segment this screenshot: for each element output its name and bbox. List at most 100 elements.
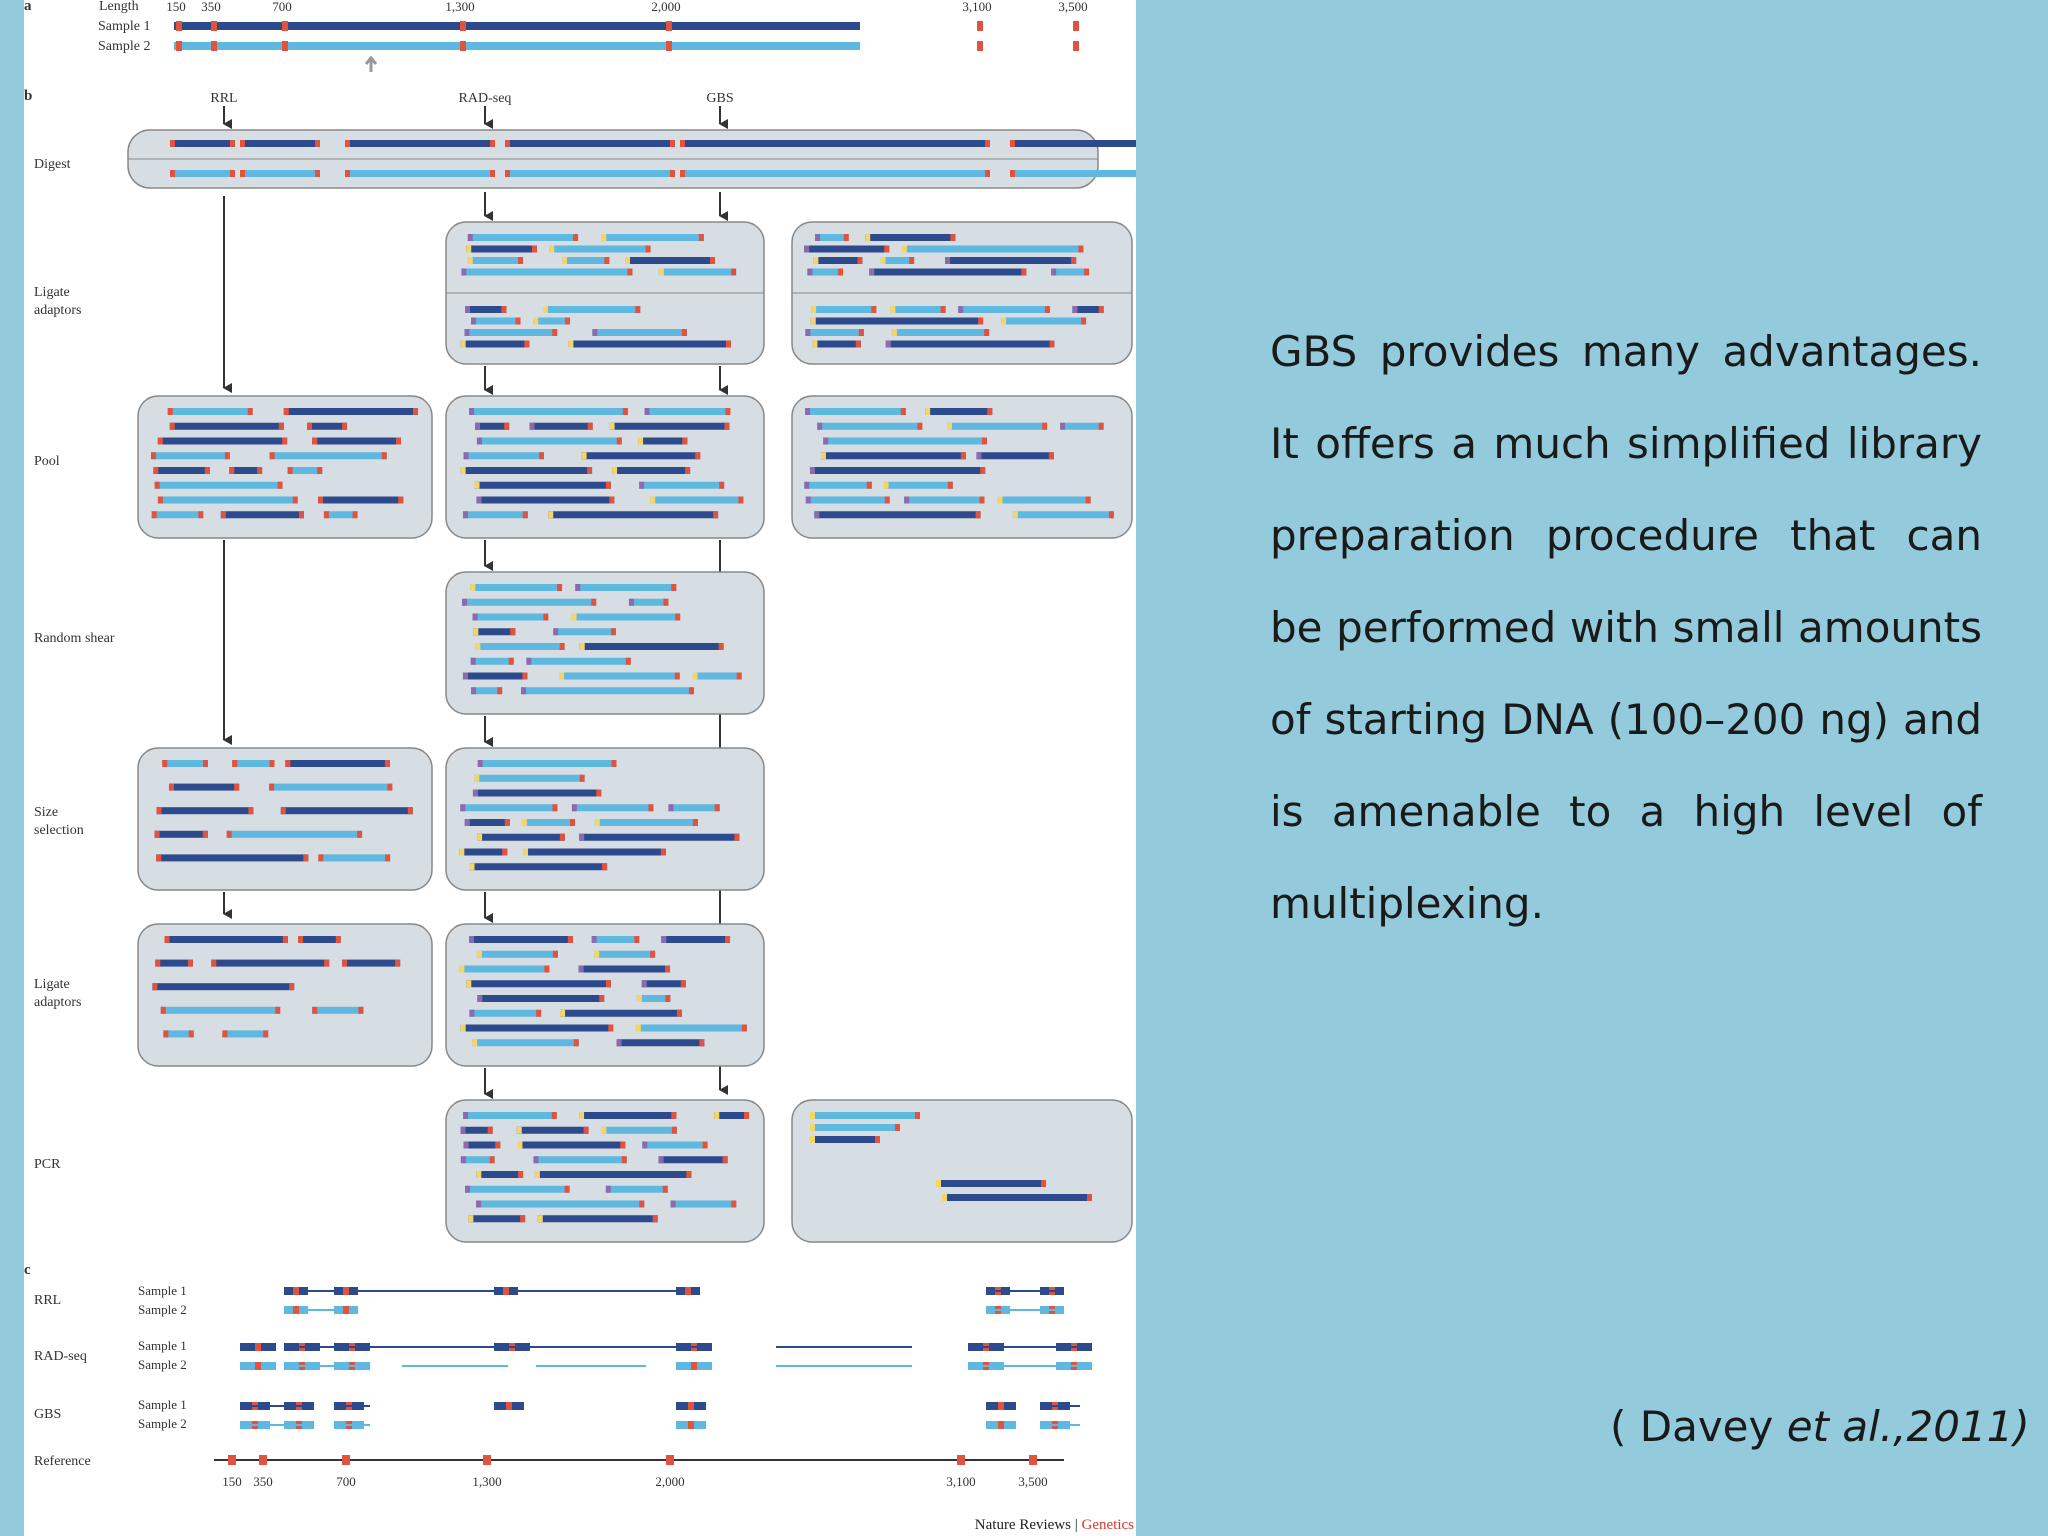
fragment-end xyxy=(807,268,813,276)
fragment-end xyxy=(222,1030,228,1038)
fragment-end xyxy=(682,437,688,445)
c-rrl-sample1: Sample 1 xyxy=(138,1283,187,1298)
fragment-end xyxy=(609,422,615,430)
dna-fragment xyxy=(269,452,387,460)
fragment-end xyxy=(979,496,985,504)
fragment-end xyxy=(232,760,238,767)
dna-fragment xyxy=(644,408,731,415)
dna-fragment xyxy=(612,467,691,474)
fragment-end xyxy=(542,306,548,313)
dna-fragment xyxy=(591,936,640,943)
fragment-body xyxy=(463,1141,501,1149)
fragment-body xyxy=(459,848,508,856)
column-radseq: RAD-seq xyxy=(459,91,512,106)
fragment-body xyxy=(459,965,550,973)
fragment-body xyxy=(472,789,602,797)
fragment-end xyxy=(579,774,585,782)
fragment-end xyxy=(947,422,953,430)
fragment-end xyxy=(950,234,956,241)
fragment-end xyxy=(476,496,482,504)
dna-fragment xyxy=(594,819,698,826)
fragment-body xyxy=(925,408,993,415)
row-rrl: RRL xyxy=(34,1293,61,1308)
dna-fragment xyxy=(805,329,864,336)
fragment-end xyxy=(567,936,573,943)
fragment-body xyxy=(474,774,585,782)
fragment-end xyxy=(820,452,826,460)
fragment-body xyxy=(211,959,330,967)
dna-fragment xyxy=(464,819,510,826)
fragment-body xyxy=(283,408,418,415)
read-cut xyxy=(255,1362,261,1370)
dna-fragment xyxy=(465,306,507,313)
fragment-body xyxy=(521,687,694,695)
fragment-end xyxy=(170,170,175,177)
fragment-end xyxy=(521,819,527,826)
cut-site xyxy=(666,41,672,51)
read-cut xyxy=(998,1402,1004,1410)
fragment-body xyxy=(318,496,404,504)
dna-fragment xyxy=(885,340,1055,348)
length-tick-label: 1,300 xyxy=(445,0,474,14)
fragment-end xyxy=(470,584,476,591)
fragment-body xyxy=(155,959,193,967)
fragment-end xyxy=(229,467,235,474)
fragment-body xyxy=(470,584,563,591)
c-rrl-sample2: Sample 2 xyxy=(138,1302,187,1317)
fragment-body xyxy=(947,422,1048,430)
dna-fragment xyxy=(151,511,204,519)
fragment-end xyxy=(384,760,390,767)
fragment-end xyxy=(463,1112,469,1119)
fragment-end xyxy=(625,257,631,264)
reference-cut-site xyxy=(228,1455,236,1465)
fragment-body xyxy=(815,234,849,241)
fragment-end xyxy=(357,830,363,838)
dna-fragment xyxy=(476,1200,645,1208)
dna-fragment xyxy=(460,1024,614,1032)
fragment-body xyxy=(460,1156,495,1164)
credit-section: Genetics xyxy=(1081,1517,1134,1533)
read-cut xyxy=(691,1362,697,1370)
fragment-body xyxy=(521,819,576,826)
dna-fragment xyxy=(936,1180,1046,1187)
fragment-end xyxy=(685,467,691,474)
step-size-selection-line2: selection xyxy=(34,823,84,838)
credit-journal: Nature Reviews xyxy=(974,1517,1071,1533)
fragment-end xyxy=(317,467,323,474)
fragment-body xyxy=(152,983,295,991)
fragment-end xyxy=(635,1024,641,1032)
fragment-end xyxy=(552,329,558,336)
dna-fragment xyxy=(601,234,704,241)
dna-fragment xyxy=(521,819,576,826)
fragment-end xyxy=(610,628,616,636)
dna-fragment xyxy=(641,980,686,988)
fragment-body xyxy=(312,437,401,445)
fragment-end xyxy=(487,1126,493,1134)
dna-fragment xyxy=(542,306,641,313)
read-cut xyxy=(998,1421,1004,1429)
dna-fragment xyxy=(156,807,254,815)
step-boxes xyxy=(137,221,1133,1243)
cut-site xyxy=(176,41,182,51)
fragment-end xyxy=(680,170,685,177)
fragment-end xyxy=(1108,511,1114,519)
dna-fragment xyxy=(945,257,1077,264)
fragment-end xyxy=(592,329,598,336)
fragment-body xyxy=(1072,306,1104,313)
dna-fragment xyxy=(571,613,681,621)
cut-site xyxy=(977,21,983,31)
fragment-body xyxy=(625,257,716,264)
fragment-end xyxy=(865,234,871,241)
dna-fragment xyxy=(997,496,1091,504)
fragment-end xyxy=(504,422,510,430)
fragment-end xyxy=(960,452,966,460)
dna-fragment xyxy=(817,422,923,430)
fragment-end xyxy=(605,980,611,988)
fragment-end xyxy=(620,1141,626,1149)
fragment-body xyxy=(658,1156,728,1164)
fragment-end xyxy=(472,789,478,797)
fragment-end xyxy=(568,340,574,348)
dna-fragment xyxy=(461,268,633,276)
dna-fragment xyxy=(156,854,309,862)
